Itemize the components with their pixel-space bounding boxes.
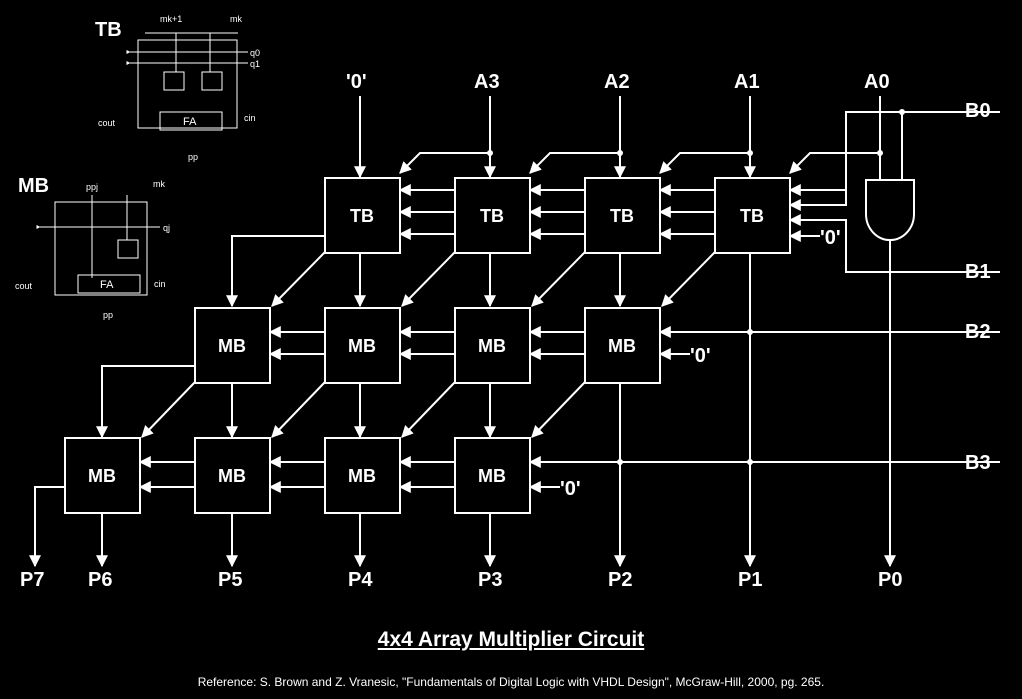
mb-block-r1-c2-label: MB — [478, 336, 506, 356]
output-p2: P2 — [608, 569, 632, 591]
tb-legend-fa-box — [159, 111, 223, 131]
tb-legend-m-left: mk+1 — [160, 14, 182, 24]
output-p7: P7 — [20, 569, 44, 591]
tb-legend-and-gate-left — [163, 71, 185, 91]
tb-block-a3-label: TB — [350, 206, 374, 226]
wires — [29, 96, 1000, 568]
mb-block-r2-c0-label: MB — [88, 466, 116, 486]
mb-block-r1-c2 — [454, 307, 531, 384]
mb-block-r1-c1-label: MB — [348, 336, 376, 356]
tb-legend-frame — [137, 39, 238, 129]
mb-block-r1-c3-label: MB — [608, 336, 636, 356]
output-p6: P6 — [88, 569, 112, 591]
mb-legend-q: qj — [163, 223, 170, 233]
mb-legend-and-gate — [117, 239, 139, 259]
mb-block-r2-c3-label: MB — [478, 466, 506, 486]
tb-legend-title: TB — [95, 19, 122, 41]
tb-legend-q0: q0 — [250, 48, 260, 58]
mb-legend-cout: cout — [15, 281, 33, 291]
output-p3: P3 — [478, 569, 502, 591]
output-p5: P5 — [218, 569, 242, 591]
mb-legend-fa-box — [77, 274, 141, 294]
cell-row-tb: TB TB TB TB — [324, 177, 791, 254]
mb-block-r2-c1-label: MB — [218, 466, 246, 486]
tb-legend-fa: FA — [183, 116, 197, 128]
output-p4: P4 — [348, 569, 373, 591]
tb-block-a2 — [454, 177, 531, 254]
tb-legend-and-gate-right — [201, 71, 223, 91]
and-gate-b0-a0 — [865, 179, 915, 241]
tb-block-a3 — [324, 177, 401, 254]
mb-block-r2-c2-label: MB — [348, 466, 376, 486]
tb-block-a0 — [714, 177, 791, 254]
tb-legend-pp: pp — [188, 152, 198, 162]
reference-citation: Reference: S. Brown and Z. Vranesic, "Fu… — [197, 675, 825, 689]
output-p1: P1 — [738, 569, 762, 591]
mb-legend-pp: pp — [103, 310, 113, 320]
top-inputs: '0' A3 A2 A1 A0 — [346, 71, 890, 93]
mb-legend-fa: FA — [100, 279, 114, 291]
mb-legend-pp-top: ppj — [86, 182, 98, 192]
tb-block-a0-label: TB — [740, 206, 764, 226]
tb-legend-cin: cin — [244, 113, 256, 123]
mb-legend-title: MB — [18, 175, 49, 197]
mb-legend: MB FA ppj mk qj cout cin pp — [15, 175, 170, 320]
mb-block-r1-c0 — [194, 307, 271, 384]
mb-block-r1-c0-label: MB — [218, 336, 246, 356]
mb-block-r1-c3 — [584, 307, 661, 384]
input-a2: A2 — [604, 71, 630, 93]
mb-block-r2-c0 — [64, 437, 141, 514]
product-outputs: P7 P6 P5 P4 P3 P2 P1 P0 — [20, 569, 902, 591]
input-a1: A1 — [734, 71, 760, 93]
carry-in-zero-mb-b3: '0' — [560, 478, 581, 500]
mb-block-r2-c2 — [324, 437, 401, 514]
tb-legend: TB FA mk+1 mk q0 q1 cout cin pp — [95, 14, 260, 162]
input-a0: A0 — [864, 71, 890, 93]
tb-block-a2-label: TB — [480, 206, 504, 226]
tb-block-a1 — [584, 177, 661, 254]
array-multiplier-diagram: TB FA mk+1 mk q0 q1 cout cin pp MB — [15, 14, 1000, 591]
tb-legend-q1: q1 — [250, 59, 260, 69]
mb-legend-frame — [54, 201, 148, 296]
tb-legend-m-right: mk — [230, 14, 242, 24]
carry-in-zero-mb-b2: '0' — [690, 345, 711, 367]
right-inputs: B0 B1 B2 B3 — [965, 100, 991, 474]
output-p0: P0 — [878, 569, 902, 591]
carry-in-zero-tb: '0' — [820, 227, 841, 249]
mb-block-r1-c1 — [324, 307, 401, 384]
diagram-title: 4x4 Array Multiplier Circuit — [377, 628, 645, 651]
cell-row-mb-b3: MB MB MB MB — [64, 437, 531, 514]
cell-row-mb-b2: MB MB MB MB — [194, 307, 661, 384]
input-zero-top: '0' — [346, 71, 367, 93]
tb-legend-cout: cout — [98, 118, 116, 128]
mb-legend-cin: cin — [154, 279, 166, 289]
mb-block-r2-c3 — [454, 437, 531, 514]
input-a3: A3 — [474, 71, 500, 93]
mb-block-r2-c1 — [194, 437, 271, 514]
mb-legend-m: mk — [153, 179, 165, 189]
tb-block-a1-label: TB — [610, 206, 634, 226]
